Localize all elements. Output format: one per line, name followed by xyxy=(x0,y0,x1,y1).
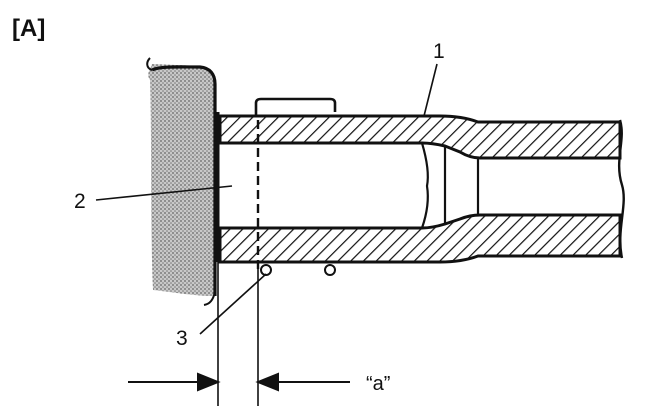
pipe-wall-top xyxy=(218,114,622,160)
extension-lines xyxy=(217,262,259,406)
callout-2-label: 2 xyxy=(74,190,86,213)
bore-constriction xyxy=(420,142,480,229)
mating-body xyxy=(146,57,217,306)
callout-1-label: 1 xyxy=(433,40,445,63)
callout-3-label: 3 xyxy=(176,327,188,350)
dimension-arrows xyxy=(128,372,350,392)
panel-tag: [A] xyxy=(12,15,45,42)
dimension-label: “a” xyxy=(366,373,390,395)
weld-beads xyxy=(260,264,336,276)
callout-2-leader xyxy=(95,185,233,201)
break-line xyxy=(618,119,625,259)
pipe-wall-bottom xyxy=(218,213,622,264)
callout-3-leader xyxy=(199,273,267,335)
top-bracket xyxy=(254,97,337,117)
callout-1-leader xyxy=(423,63,438,117)
